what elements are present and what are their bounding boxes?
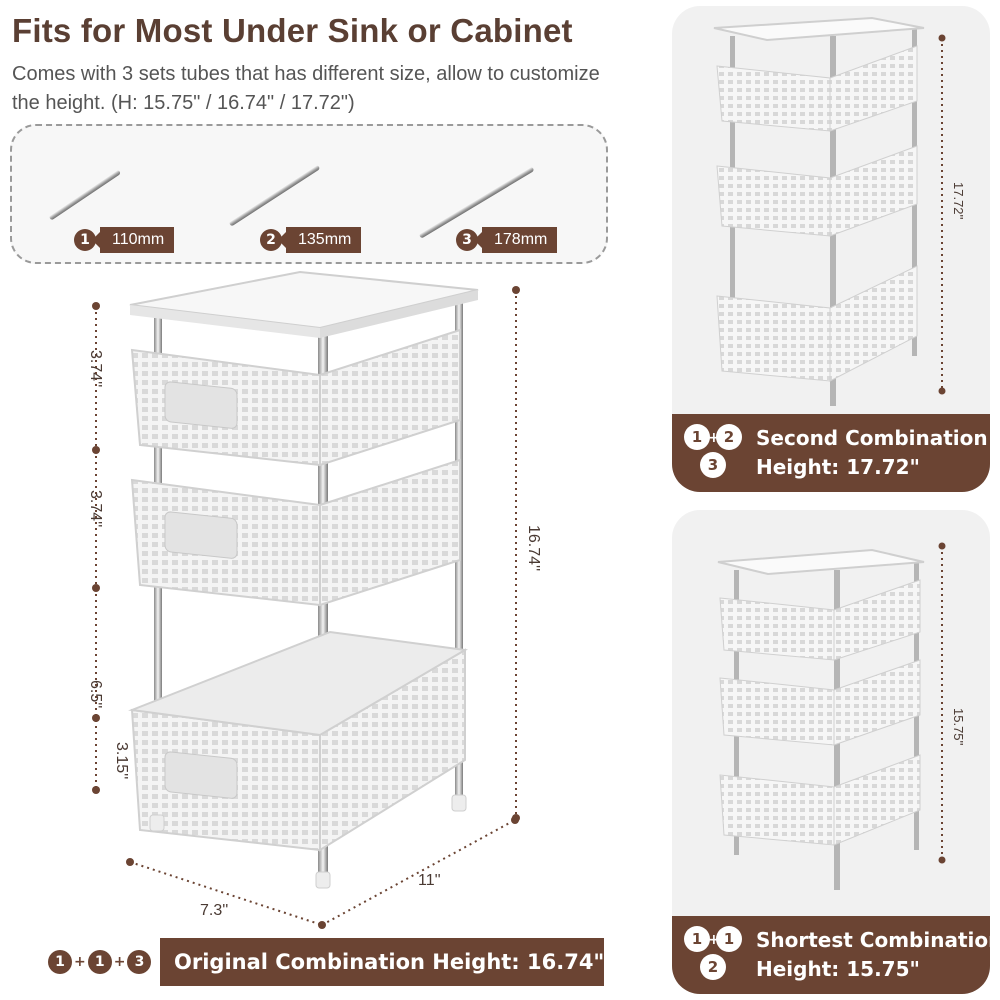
tubes-panel: 1 110mm 2 135mm 3 178mm [10,124,608,264]
dim-tier1-label: 3.74'' [87,350,104,388]
shortest-combination-rack-image [717,542,946,890]
second-combination-panel: 17.72'' 1 + 2 3 Second Combination Heigh… [672,6,990,492]
dim-tier2-label: 3.74'' [87,490,104,528]
second-height-dim-label: 17.72'' [951,182,966,220]
shortest-combination-panel: 15.75'' 1 + 1 2 Shortest Combination Hei… [672,510,990,994]
tube-size-tag: 135mm [277,227,362,253]
tube-label-1: 1 110mm [74,226,175,254]
page-title: Fits for Most Under Sink or Cabinet [12,12,573,49]
shortest-combination-height: Height: 15.75" [756,957,920,981]
dim-depth-label: 11'' [418,872,441,889]
number-3-icon: 3 [127,950,152,974]
tube-label-3: 3 178mm [456,226,558,254]
number-1-icon: 1 [74,229,96,251]
shortest-combination-footer: 1 + 1 2 Shortest Combination Height: 15.… [672,916,990,994]
shortest-combo-icons: 1 + 1 2 [680,926,742,986]
page-subtitle: Comes with 3 sets tubes that has differe… [12,63,600,114]
dim-total-height-label: 16.74'' [525,525,542,572]
number-2-icon: 2 [700,954,726,980]
number-1-icon: 1 [48,950,72,974]
second-combination-title: Second Combination [756,426,988,450]
number-1-icon: 1 [87,950,112,974]
number-2-icon: 2 [260,229,282,251]
second-combination-height: Height: 17.72" [756,455,920,479]
dim-tier3-label: 6.5'' [87,680,104,709]
tube-label-2: 2 135mm [260,226,362,254]
number-2-icon: 2 [716,424,742,450]
number-1-icon: 1 [716,926,742,952]
original-combo-icons: 1 + 1 + 3 [48,950,152,974]
second-combo-icons: 1 + 2 3 [680,424,742,484]
second-combination-rack-image [713,16,946,406]
tube-size-tag: 110mm [91,227,175,253]
number-1-icon: 1 [684,926,710,952]
original-combination-badge: Original Combination Height: 16.74" [160,938,604,986]
second-combination-footer: 1 + 2 3 Second Combination Height: 17.72… [672,414,990,492]
tube-size-tag: 178mm [473,227,558,253]
number-3-icon: 3 [456,229,478,251]
number-1-icon: 1 [684,424,710,450]
dim-width-label: 7.3'' [200,902,229,919]
number-3-icon: 3 [700,452,726,478]
dim-basket-bottom-label: 3.15'' [113,742,130,780]
shortest-height-dim-label: 15.75'' [951,708,966,746]
shortest-combination-title: Shortest Combination [756,928,990,952]
